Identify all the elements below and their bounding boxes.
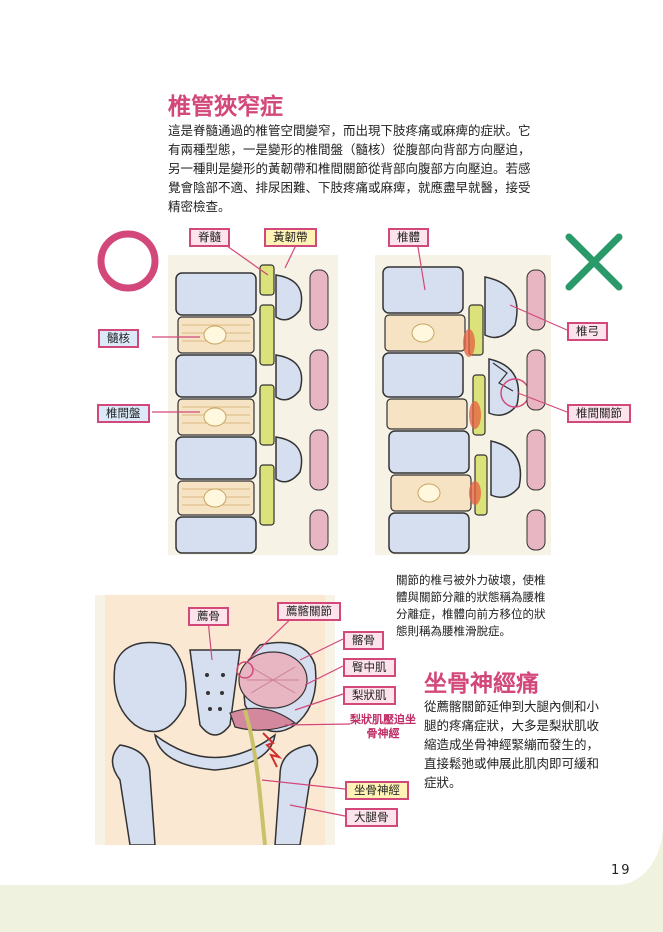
normal-spine-illustration (168, 255, 338, 555)
label-sciatic-nerve: 坐骨神經 (345, 781, 409, 800)
section-title-sciatica: 坐骨神經痛 (424, 671, 539, 697)
pelvis-illustration (95, 595, 335, 845)
pelvis-leader-lines (207, 609, 351, 817)
spondylolysis-caption: 關節的椎弓被外力破壞，使椎體與關節分離的狀態稱為腰椎分離症，椎體向前方移位的狀態… (396, 573, 546, 638)
label-vertebral-arch: 椎弓 (567, 322, 608, 341)
spine-leader-lines (152, 240, 568, 413)
label-gluteus-medius: 臀中肌 (343, 658, 396, 677)
label-nucleus: 髓核 (98, 329, 139, 348)
label-piriformis-compression: 梨狀肌壓迫坐骨神經 (350, 713, 416, 740)
label-si-joint: 薦髂關節 (277, 602, 341, 621)
label-disc: 椎間盤 (97, 404, 150, 423)
wrong-cross-icon (565, 233, 623, 291)
label-ilium: 髂骨 (343, 631, 384, 650)
stenosis-spine-illustration (375, 255, 551, 555)
label-spinal-cord: 脊髓 (189, 228, 230, 247)
page-number: 19 (611, 863, 632, 878)
label-ligamentum-flavum: 黃韌帶 (264, 228, 317, 247)
section-title-spinal-stenosis: 椎管狹窄症 (168, 94, 283, 120)
label-sacrum: 薦骨 (188, 607, 229, 626)
label-piriformis: 梨狀肌 (343, 686, 396, 705)
section-paragraph-spinal-stenosis: 這是脊髓通過的椎管空間變窄，而出現下肢疼痛或麻痺的症狀。它有兩種型態，一是變形的… (168, 123, 531, 214)
correct-circle-icon (97, 230, 159, 292)
section-paragraph-sciatica: 從薦髂關節延伸到大腿內側和小腿的疼痛症狀，大多是梨狀肌收縮造成坐骨神經緊繃而發生… (424, 699, 600, 790)
label-femur: 大腿骨 (345, 808, 398, 827)
label-facet-joint: 椎間關節 (567, 404, 631, 423)
label-vertebral-body: 椎體 (388, 228, 429, 247)
